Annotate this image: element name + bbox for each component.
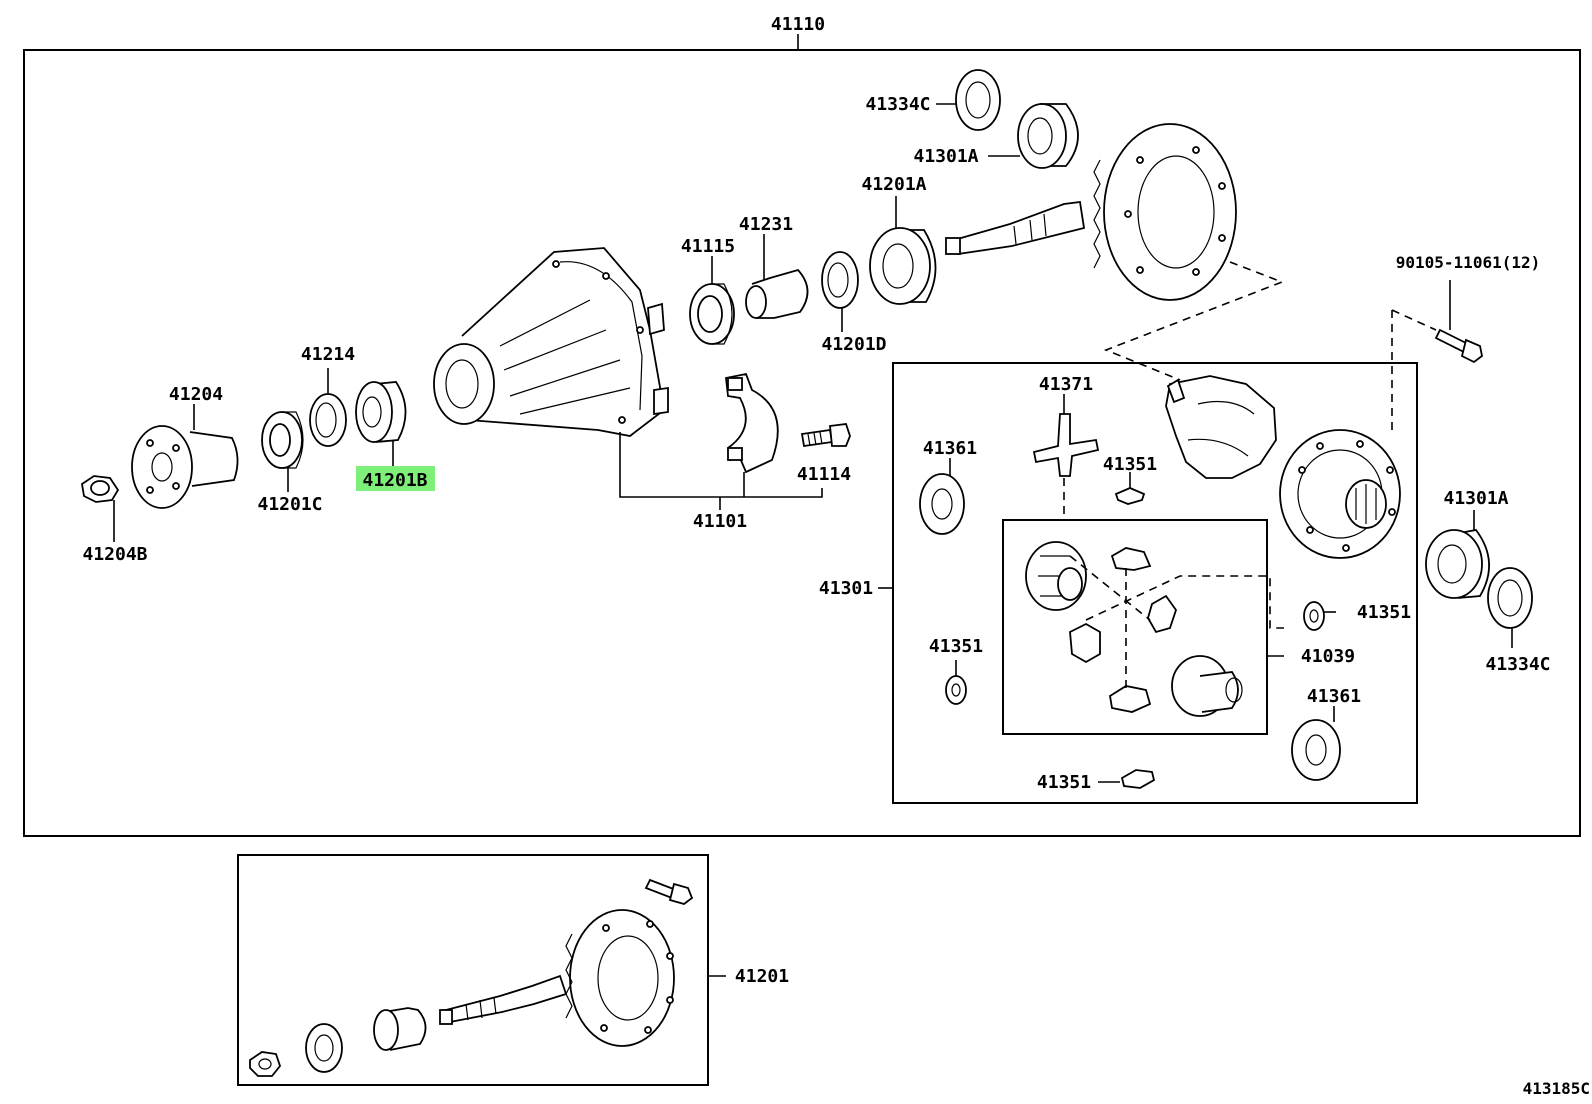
label-41110[interactable]: 41110 bbox=[771, 14, 825, 35]
differential-case-flange bbox=[1279, 429, 1401, 559]
label-41114[interactable]: 41114 bbox=[797, 464, 851, 485]
label-41039[interactable]: 41039 bbox=[1301, 646, 1355, 667]
ring-pinion-set-frame bbox=[237, 854, 709, 1086]
label-41204b[interactable]: 41204B bbox=[82, 544, 147, 565]
pinion-cross-41371 bbox=[1032, 413, 1100, 477]
lower-oil-seal bbox=[305, 1023, 343, 1073]
oil-seal-41334c-top bbox=[955, 69, 1001, 131]
highlight-41201b bbox=[356, 466, 435, 491]
bearing-41201b bbox=[355, 381, 407, 443]
washer-41351-top bbox=[1114, 487, 1146, 505]
label-41115[interactable]: 41115 bbox=[681, 236, 735, 257]
pinion-gear-d bbox=[1109, 685, 1152, 713]
thrust-washer-41361-left bbox=[919, 473, 965, 535]
spacer-41231 bbox=[745, 268, 809, 319]
label-41371[interactable]: 41371 bbox=[1039, 374, 1093, 395]
assembly-41110-frame bbox=[23, 49, 1581, 837]
oil-seal-41201c bbox=[261, 411, 304, 469]
lower-spacer bbox=[373, 1007, 427, 1051]
thrust-washer-41361-right bbox=[1291, 719, 1341, 781]
label-41351-right[interactable]: 41351 bbox=[1357, 602, 1411, 623]
washer-41351-bottom bbox=[1120, 769, 1156, 789]
bolt-41114 bbox=[800, 423, 851, 448]
lower-ring-gear bbox=[565, 909, 675, 1047]
lower-nut bbox=[249, 1051, 282, 1077]
differential-case-frame bbox=[892, 362, 1418, 804]
drive-pinion-shaft bbox=[945, 200, 1086, 256]
washer-41351-left bbox=[945, 675, 967, 705]
oil-seal-41334c-right bbox=[1487, 567, 1533, 629]
differential-case-half bbox=[1165, 375, 1277, 479]
lower-pinion-shaft bbox=[439, 974, 568, 1025]
label-41201d[interactable]: 41201D bbox=[821, 334, 886, 355]
label-41361-right[interactable]: 41361 bbox=[1307, 686, 1361, 707]
companion-flange-41204 bbox=[131, 425, 239, 509]
bearing-41301a-right bbox=[1425, 529, 1490, 599]
label-41334c-right[interactable]: 41334C bbox=[1485, 654, 1550, 675]
label-41301a-right[interactable]: 41301A bbox=[1443, 488, 1508, 509]
label-41351-top[interactable]: 41351 bbox=[1103, 454, 1157, 475]
bearing-cap-41101 bbox=[725, 372, 779, 474]
washer-41201d bbox=[821, 251, 859, 309]
spacer-41214 bbox=[309, 393, 347, 447]
bolt-90105-11061 bbox=[1434, 328, 1483, 364]
label-41351-left[interactable]: 41351 bbox=[929, 636, 983, 657]
label-41201[interactable]: 41201 bbox=[735, 966, 789, 987]
side-gear-right bbox=[1171, 655, 1243, 717]
label-41301[interactable]: 41301 bbox=[819, 578, 873, 599]
ring-gear bbox=[1093, 123, 1237, 301]
carrier-housing-41101 bbox=[433, 247, 669, 437]
pinion-gear-kit-frame bbox=[1002, 519, 1268, 735]
label-41214[interactable]: 41214 bbox=[301, 344, 355, 365]
label-41334c-top[interactable]: 41334C bbox=[865, 94, 930, 115]
label-41351-bottom[interactable]: 41351 bbox=[1037, 772, 1091, 793]
side-gear-left bbox=[1025, 541, 1087, 611]
washer-41351-right bbox=[1303, 601, 1325, 631]
diagram-code: 413185C bbox=[1523, 1079, 1590, 1098]
bearing-41301a-top bbox=[1017, 103, 1079, 169]
label-41231[interactable]: 41231 bbox=[739, 214, 793, 235]
pinion-gear-c bbox=[1069, 622, 1101, 664]
oil-seal-41115 bbox=[689, 283, 735, 345]
pinion-gear-b bbox=[1147, 594, 1177, 634]
nut-41204b bbox=[81, 475, 120, 503]
label-41301a-top[interactable]: 41301A bbox=[913, 146, 978, 167]
label-41101[interactable]: 41101 bbox=[693, 511, 747, 532]
label-41201c[interactable]: 41201C bbox=[257, 494, 322, 515]
label-41201a[interactable]: 41201A bbox=[861, 174, 926, 195]
pinion-gear-a bbox=[1110, 547, 1152, 571]
label-41204[interactable]: 41204 bbox=[169, 384, 223, 405]
label-90105-11061[interactable]: 90105-11061(12) bbox=[1396, 253, 1541, 272]
lower-bolt bbox=[644, 878, 694, 905]
label-41361-left[interactable]: 41361 bbox=[923, 438, 977, 459]
label-41201b[interactable]: 41201B bbox=[362, 470, 427, 491]
bearing-41201a bbox=[869, 227, 937, 305]
